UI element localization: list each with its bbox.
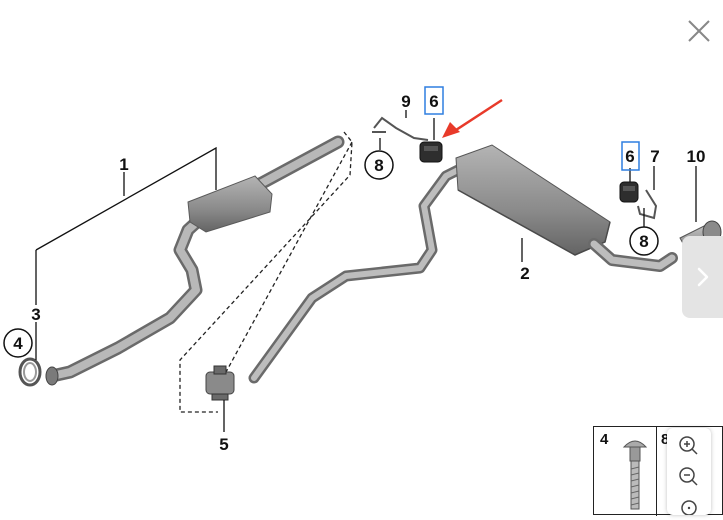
callout-1: 1 [119, 155, 128, 174]
rear-muffler [455, 144, 678, 272]
alignment-dashed-lines [179, 131, 353, 413]
rubber-mount-right [619, 181, 639, 203]
callout-4: 4 [13, 334, 23, 353]
callout-8-right: 8 [639, 232, 648, 251]
callout-6-right: 6 [625, 147, 634, 166]
center-clamp [205, 365, 235, 401]
callout-9: 9 [401, 92, 410, 111]
pipe-clamp-left [18, 357, 42, 387]
thumbnail-divider [656, 427, 657, 516]
close-button[interactable] [682, 14, 716, 48]
chevron-right-icon [697, 267, 709, 287]
highlight-boxes [424, 86, 640, 171]
close-icon [688, 20, 710, 42]
hanger-bracket-center [372, 116, 429, 141]
zoom-out-icon [679, 467, 698, 486]
intermediate-pipe [248, 162, 468, 384]
thumbnail-label-8: 8 [661, 431, 670, 448]
zoom-reset-icon [681, 500, 697, 516]
red-annotation-arrow [442, 98, 503, 138]
thumbnail-label-4: 4 [600, 431, 609, 448]
rubber-mount-center [419, 141, 443, 163]
callout-5: 5 [219, 435, 228, 454]
highlight-box-6-right [621, 141, 640, 171]
highlight-box-6-center [424, 86, 444, 115]
leader-lines [35, 110, 697, 432]
callout-7: 7 [650, 147, 659, 166]
callout-6-center: 6 [429, 92, 438, 111]
zoom-controls [667, 428, 711, 516]
callout-8-center: 8 [374, 156, 383, 175]
zoom-in-icon [679, 436, 698, 455]
zoom-in-button[interactable] [675, 433, 703, 459]
next-image-button[interactable] [682, 236, 723, 318]
callout-3: 3 [31, 305, 40, 324]
hanger-bracket-right [637, 189, 658, 220]
zoom-reset-button[interactable] [675, 494, 703, 520]
zoom-out-button[interactable] [675, 464, 703, 490]
callout-10: 10 [687, 147, 706, 166]
bolt-illustration [622, 440, 648, 510]
front-pipe-assembly [45, 135, 345, 386]
callout-2: 2 [520, 264, 529, 283]
